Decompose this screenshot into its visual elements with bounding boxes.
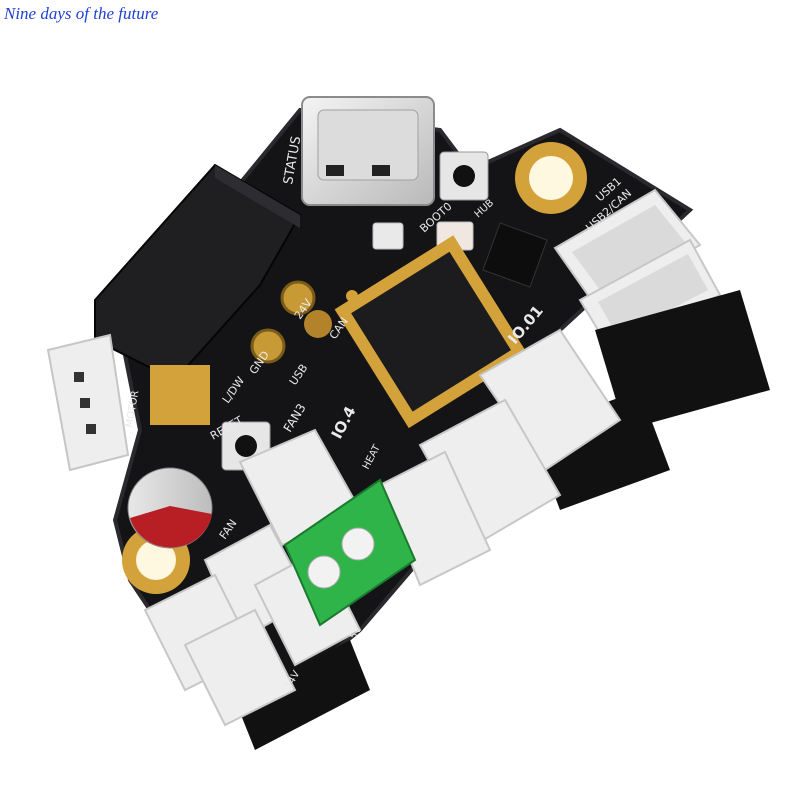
usb1-connector — [553, 188, 702, 307]
watermark-text: Nine days of the future — [4, 4, 159, 23]
boot-button — [439, 151, 489, 201]
header-pins-bottom — [235, 640, 370, 750]
fan-connectors-lower — [143, 523, 362, 727]
mounting-hole-top — [515, 142, 587, 214]
green-terminal-block — [283, 478, 417, 627]
usb-c-port — [301, 96, 435, 206]
motor-connector — [46, 333, 130, 472]
thermal-pad — [150, 365, 210, 425]
capacitor — [127, 467, 213, 549]
mcu-chip — [334, 235, 528, 429]
